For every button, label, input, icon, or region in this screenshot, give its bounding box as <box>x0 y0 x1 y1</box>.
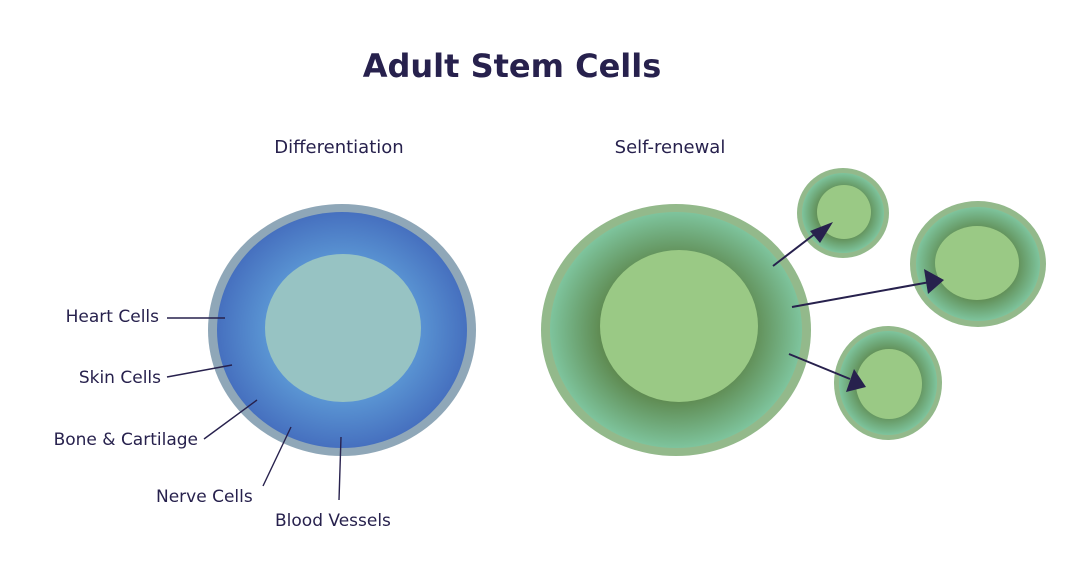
differentiation-heading: Differentiation <box>274 137 403 158</box>
diagram-title: Adult Stem Cells <box>363 47 662 85</box>
label-bone-cartilage: Bone & Cartilage <box>54 430 198 450</box>
self-renewing-stem-cell <box>541 204 811 456</box>
daughter-cell-lower <box>834 326 942 440</box>
label-nerve-cells: Nerve Cells <box>156 487 253 507</box>
arrow-to-top-cell <box>772 222 833 267</box>
nerve-cells-leader <box>262 426 292 487</box>
blood-vessels-leader <box>338 436 342 501</box>
skin-cells-leader <box>166 364 233 378</box>
daughter-cell-right <box>910 201 1046 327</box>
daughter-cell-top <box>797 168 889 258</box>
blue-cell-nucleus <box>265 254 421 402</box>
label-blood-vessels: Blood Vessels <box>275 511 391 531</box>
self-renewal-heading: Self-renewal <box>615 137 726 158</box>
differentiating-stem-cell <box>208 204 476 456</box>
label-skin-cells: Skin Cells <box>79 368 161 388</box>
green-cell-nucleus <box>600 250 758 402</box>
bone-cartilage-leader <box>203 399 258 440</box>
arrow-to-right-cell <box>791 269 944 308</box>
arrow-to-lower-cell <box>788 353 866 392</box>
label-heart-cells: Heart Cells <box>66 307 159 327</box>
